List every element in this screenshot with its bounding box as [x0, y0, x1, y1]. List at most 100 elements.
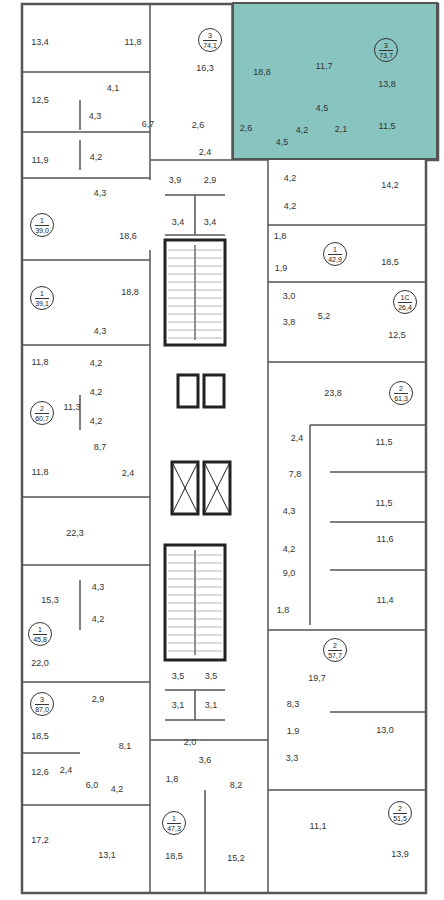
room-area: 2,1 — [335, 125, 348, 134]
room-area: 3,3 — [286, 754, 299, 763]
room-area: 18,5 — [31, 732, 49, 741]
room-area: 23,8 — [324, 389, 342, 398]
room-area: 4,2 — [90, 359, 103, 368]
room-area: 3,1 — [205, 701, 218, 710]
room-count: 1С — [401, 294, 410, 301]
room-area: 22,0 — [31, 659, 49, 668]
highlighted-apartment: 18,811,713,84,52,64,24,52,111,5373,7 — [232, 2, 438, 160]
room-area: 2,4 — [60, 766, 73, 775]
apartment-area: 74,1 — [203, 40, 217, 49]
room-area: 12,5 — [31, 96, 49, 105]
room-area: 8,3 — [287, 700, 300, 709]
room-area: 4,5 — [316, 104, 329, 113]
apartment-area: 47,3 — [167, 823, 181, 832]
room-area: 3,4 — [204, 218, 217, 227]
apartment-badge: 387,0 — [30, 692, 54, 716]
room-area: 11,3 — [64, 403, 81, 412]
apartment-badge: 139,1 — [30, 286, 54, 310]
room-area: 6,7 — [142, 120, 155, 129]
room-area: 13,9 — [391, 850, 409, 859]
room-area: 11,5 — [376, 438, 393, 447]
apartment-area: 45,8 — [33, 634, 47, 643]
apartment-badge: 373,7 — [374, 38, 398, 62]
room-area: 2,6 — [240, 124, 253, 133]
room-area: 4,2 — [296, 126, 309, 135]
apartment-badge: 251,5 — [388, 801, 412, 825]
apartment-badge: 257,7 — [323, 638, 347, 662]
room-area: 3,5 — [205, 672, 218, 681]
room-area: 6,0 — [86, 781, 99, 790]
room-area: 12,6 — [31, 768, 49, 777]
room-area: 18,8 — [253, 68, 271, 77]
room-area: 8,1 — [119, 742, 132, 751]
room-area: 8,2 — [230, 781, 243, 790]
room-area: 5,2 — [318, 312, 331, 321]
room-area: 18,5 — [381, 258, 399, 267]
room-area: 4,5 — [276, 138, 289, 147]
room-area: 1,8 — [274, 232, 287, 241]
apartment-badge: 260,7 — [30, 401, 54, 425]
apartment-badge: 147,3 — [162, 811, 186, 835]
room-area: 3,8 — [283, 318, 296, 327]
room-area: 4,3 — [283, 507, 296, 516]
room-area: 2,4 — [122, 469, 135, 478]
apartment-badge: 374,1 — [198, 28, 222, 52]
apartment-area: 42,9 — [328, 254, 342, 263]
room-area: 18,5 — [165, 852, 183, 861]
room-area: 4,3 — [94, 327, 107, 336]
room-count: 2 — [399, 385, 403, 392]
room-area: 2,0 — [184, 738, 197, 747]
room-area: 9,0 — [283, 569, 296, 578]
room-area: 4,3 — [94, 189, 107, 198]
room-area: 4,2 — [111, 785, 124, 794]
room-area: 4,1 — [107, 84, 120, 93]
apartment-area: 87,0 — [35, 704, 49, 713]
room-area: 1,9 — [287, 727, 300, 736]
room-area: 11,6 — [377, 535, 394, 544]
room-area: 19,7 — [308, 674, 326, 683]
room-area: 4,2 — [284, 174, 297, 183]
room-area: 4,3 — [89, 112, 102, 121]
room-area: 11,8 — [125, 38, 142, 47]
room-area: 18,6 — [119, 232, 137, 241]
room-area: 4,2 — [90, 417, 103, 426]
room-area: 4,2 — [90, 388, 103, 397]
room-count: 1 — [38, 626, 42, 633]
apartment-area: 51,5 — [393, 813, 407, 822]
room-count: 1 — [40, 290, 44, 297]
room-area: 3,0 — [283, 292, 296, 301]
room-area: 13,0 — [376, 726, 394, 735]
room-area: 2,4 — [199, 148, 212, 157]
room-area: 1,8 — [166, 775, 179, 784]
room-area: 7,8 — [289, 470, 302, 479]
apartment-area: 60,7 — [35, 413, 49, 422]
room-area: 8,7 — [94, 443, 107, 452]
room-area: 17,2 — [31, 836, 49, 845]
room-area: 4,3 — [92, 583, 105, 592]
room-count: 3 — [208, 32, 212, 39]
room-area: 13,4 — [31, 38, 49, 47]
room-area: 18,8 — [121, 288, 139, 297]
room-count: 1 — [333, 246, 337, 253]
room-area: 11,5 — [376, 499, 393, 508]
room-area: 14,2 — [381, 181, 399, 190]
room-count: 2 — [40, 405, 44, 412]
room-count: 2 — [333, 642, 337, 649]
apartment-badge: 142,9 — [323, 242, 347, 266]
apartment-badge: 1С26,4 — [393, 290, 417, 314]
apartment-badge: 139,0 — [30, 213, 54, 237]
room-count: 3 — [40, 696, 44, 703]
apartment-area: 26,4 — [398, 302, 412, 311]
room-area: 4,2 — [283, 545, 296, 554]
room-area: 12,5 — [388, 331, 406, 340]
room-area: 13,1 — [98, 851, 116, 860]
apartment-area: 57,7 — [328, 650, 342, 659]
room-area: 4,2 — [92, 615, 105, 624]
room-area: 11,8 — [32, 468, 49, 477]
room-area: 15,2 — [227, 854, 245, 863]
apartment-area: 39,0 — [35, 225, 49, 234]
apartment-area: 39,1 — [35, 298, 49, 307]
room-area: 11,5 — [379, 122, 396, 131]
room-area: 1,8 — [277, 606, 290, 615]
room-area: 4,2 — [90, 153, 103, 162]
